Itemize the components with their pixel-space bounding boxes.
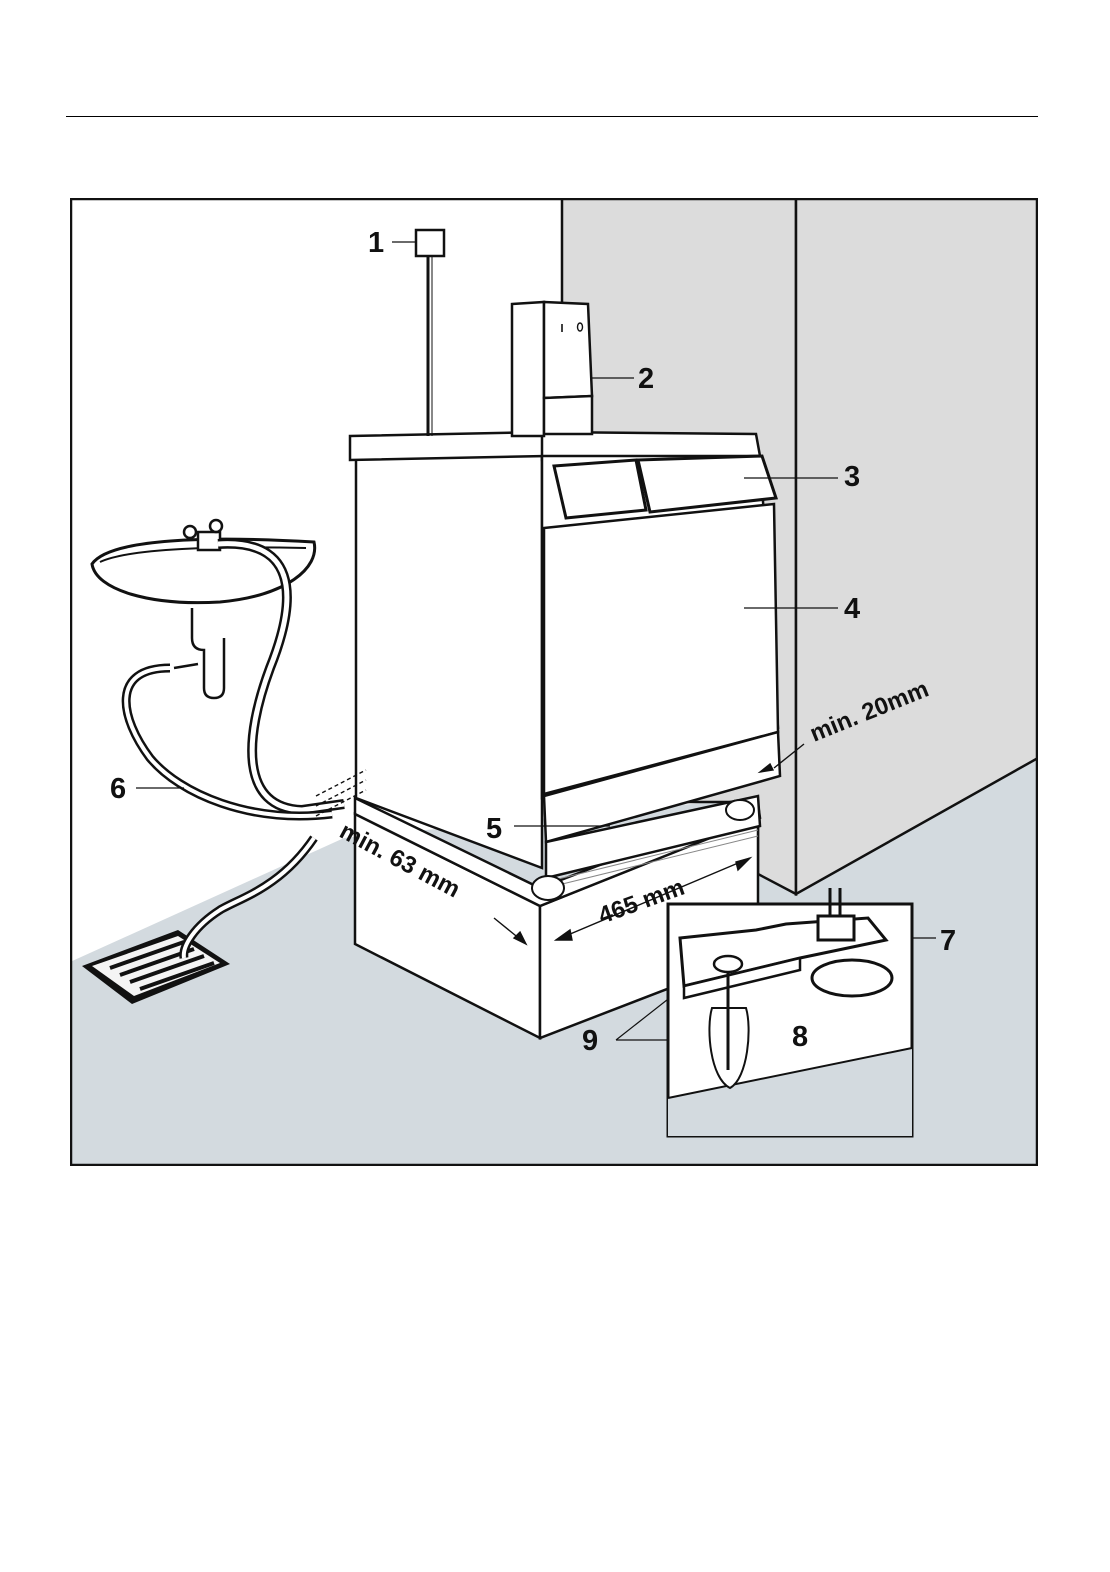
callout-2: 2 bbox=[638, 363, 654, 395]
callout-7: 7 bbox=[940, 925, 956, 957]
installation-figure: 1 2 3 4 5 6 7 8 9 min. 20mm min. 63 mm 4… bbox=[70, 198, 1038, 1166]
callout-3: 3 bbox=[844, 461, 860, 493]
callout-1: 1 bbox=[368, 227, 384, 259]
callout-8: 8 bbox=[792, 1021, 808, 1053]
callout-4: 4 bbox=[844, 593, 860, 625]
bracket-front-right bbox=[726, 800, 754, 820]
header-rule bbox=[66, 116, 1038, 117]
installation-diagram: 1 2 3 4 5 6 7 8 9 min. 20mm min. 63 mm 4… bbox=[70, 198, 1038, 1166]
bracket-front-left bbox=[532, 876, 564, 900]
callout-5: 5 bbox=[486, 813, 502, 845]
callout-9: 9 bbox=[582, 1025, 598, 1057]
dosing-module bbox=[512, 302, 592, 436]
callout-6: 6 bbox=[110, 773, 126, 805]
appliance bbox=[350, 432, 780, 888]
inset-detail bbox=[668, 888, 912, 1136]
